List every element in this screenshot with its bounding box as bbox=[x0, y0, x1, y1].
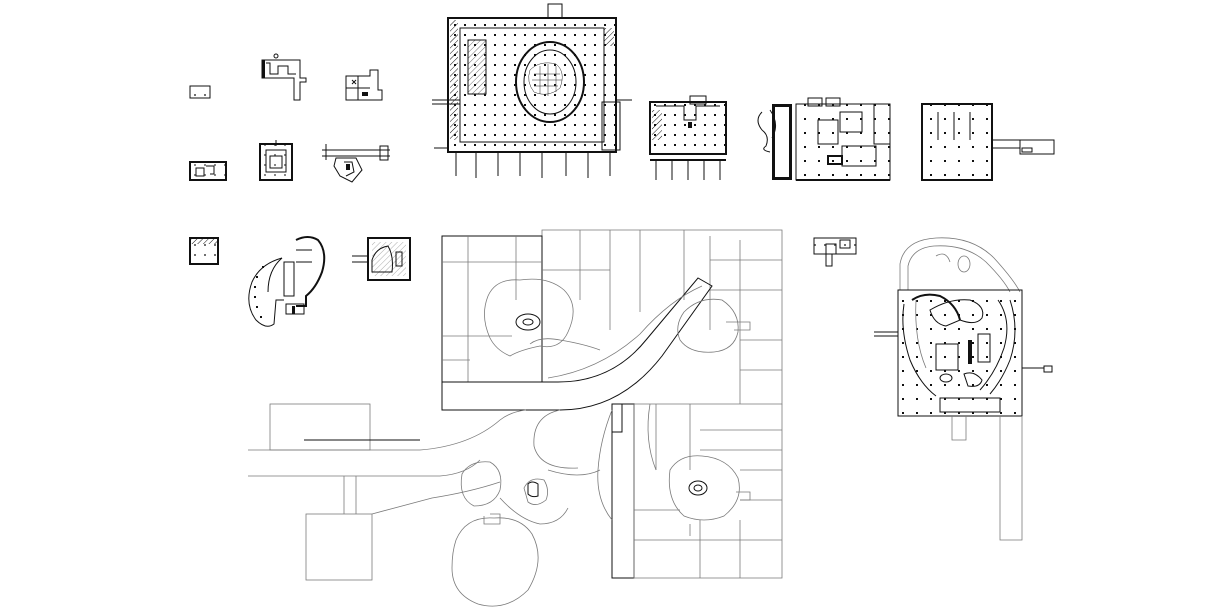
small-plan-7 bbox=[189, 237, 219, 265]
rounded-wing-plan bbox=[874, 237, 1053, 541]
small-plan-8 bbox=[352, 237, 411, 281]
small-plan-1 bbox=[189, 85, 211, 99]
mid-plan-b bbox=[757, 97, 891, 181]
small-plan-3 bbox=[345, 69, 383, 101]
small-plan-5 bbox=[259, 140, 293, 181]
small-plan-9 bbox=[813, 237, 857, 267]
small-plan-4 bbox=[189, 161, 227, 181]
mid-plan-c bbox=[921, 103, 1055, 181]
mid-plan-a bbox=[649, 95, 727, 180]
site-plan bbox=[248, 229, 783, 607]
small-plan-6 bbox=[322, 144, 390, 183]
small-plan-2 bbox=[261, 53, 307, 101]
large-gallery-plan bbox=[432, 3, 632, 178]
curved-plan bbox=[248, 236, 326, 327]
